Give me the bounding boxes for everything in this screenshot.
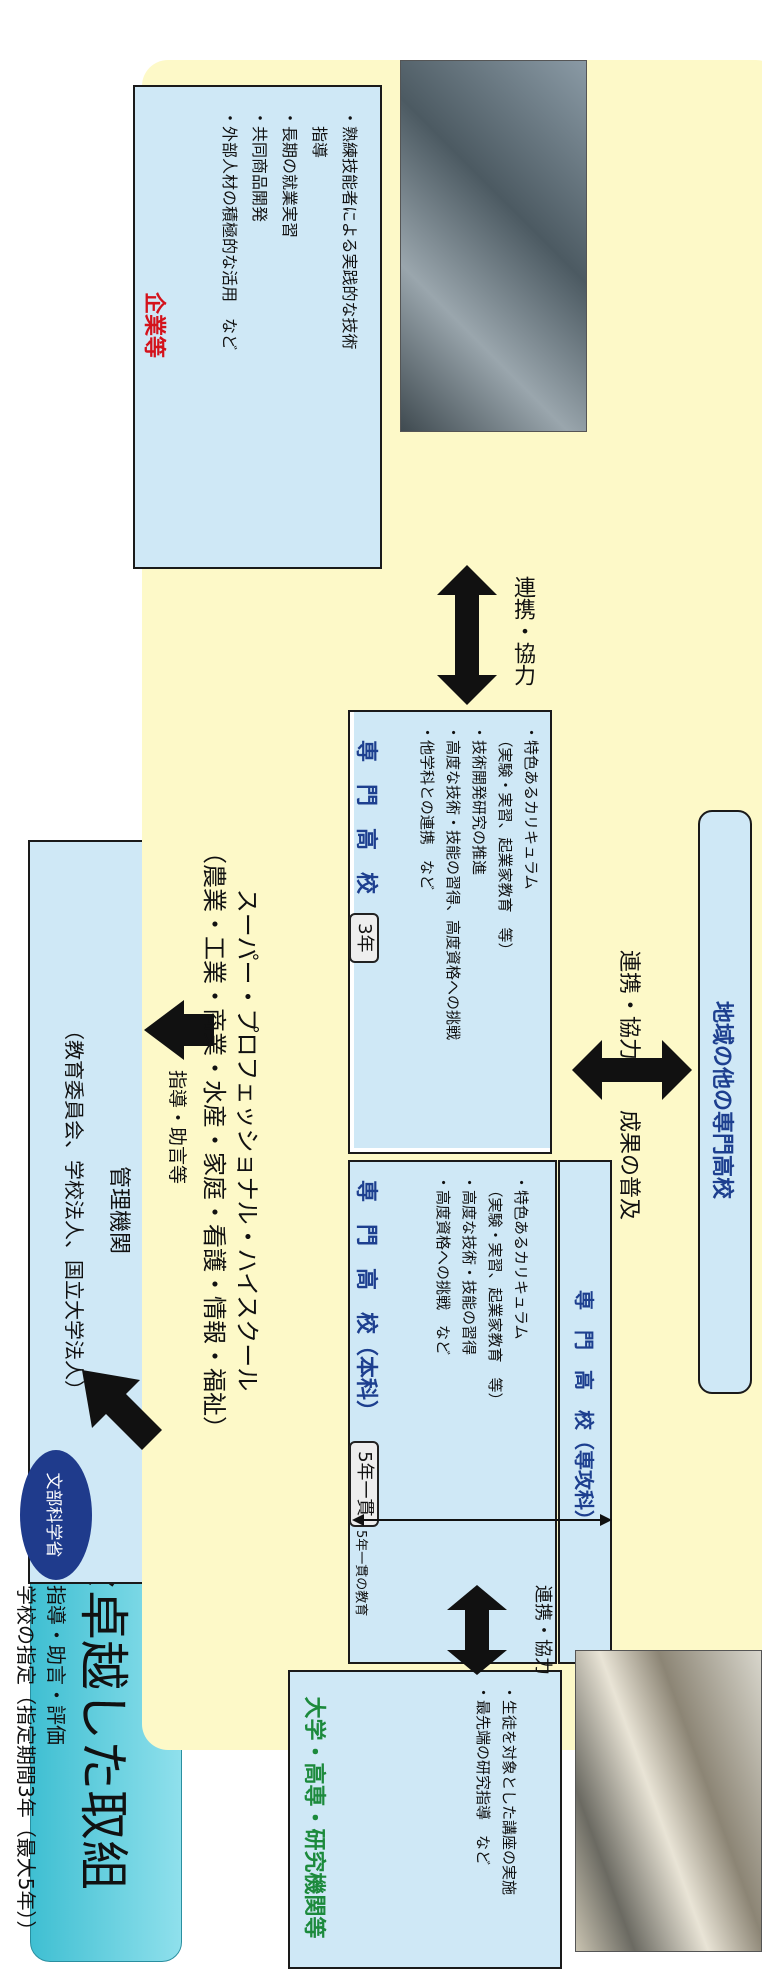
university-item: ・最先端の研究指導 など [474, 1685, 492, 1866]
guidance-label: 指導・助言等 [166, 1070, 188, 1185]
company-item: ・共同商品開発 [250, 110, 269, 223]
school3-item: ・特色あるカリキュラム [522, 725, 540, 890]
five-year-span-icon [352, 1514, 612, 1526]
company-item: ・長期の就業実習 [280, 110, 299, 239]
company-item: ・外部人材の積極的な活用 など [220, 110, 239, 351]
university-title: 大学・高専・研究機関等 [301, 1696, 326, 1939]
double-arrow-icon [447, 1585, 507, 1675]
company-title: 企業等 [141, 291, 166, 358]
school3-item: ・技術開発研究の推進 [470, 725, 488, 876]
school5-item: ・高度資格への挑戦 など [434, 1175, 452, 1356]
university-items: ・生徒を対象とした講座の実施 ・最先端の研究指導 など [470, 1685, 522, 1895]
factory-photo [400, 60, 587, 432]
double-arrow-icon [437, 565, 497, 705]
mext-guidance: 指導・助言・評価 [44, 1585, 68, 1745]
school3-item: ・他学科との連携 など [418, 725, 436, 890]
company-item: ・熟練技能者による実践的な技術 [340, 110, 359, 350]
school5-item: ・特色あるカリキュラム [512, 1175, 530, 1340]
school5-item: ・高度な技術・技能の習得 [460, 1175, 478, 1356]
advanced-title: 専 門 高 校（専攻科） [572, 1290, 596, 1530]
school3-item: ・高度な技術・技能の習得、高度資格への挑戦 [444, 725, 462, 1041]
cooperation-label-right: 連携・協力 [532, 1585, 553, 1675]
school5-items: ・特色あるカリキュラム （実験・実習、起業家教育 等） ・高度な技術・技能の習得… [430, 1175, 534, 1408]
sph-line2: （農業・工業・商業・水産・家庭・看護・情報・福祉） [200, 840, 228, 1440]
spread-left-label: 連携・協力 [616, 950, 641, 1061]
school3-header: 専 門 高 校 3年 [349, 740, 384, 963]
spread-right-label: 成果の普及 [616, 1110, 641, 1221]
company-items: ・熟練技能者による実践的な技術 指導 ・長期の就業実習 ・共同商品開発 ・外部人… [214, 110, 364, 350]
school5-header: 専 門 高 校（本科） 5年一貫 [349, 1180, 384, 1527]
school3-item: （実験・実習、起業家教育 等） [496, 725, 514, 958]
mext-name: 文部科学省 [43, 1472, 64, 1558]
five-year-label: 5年一貫の教育 [353, 1530, 368, 1617]
school5-item: （実験・実習、起業家教育 等） [486, 1175, 504, 1408]
arrow-down-right-icon [82, 1370, 162, 1450]
company-item: 指導 [310, 110, 329, 159]
cooperation-label-left: 連携・協力 [510, 576, 535, 686]
school3-items: ・特色あるカリキュラム （実験・実習、起業家教育 等） ・技術開発研究の推進 ・… [414, 725, 544, 1040]
school3-badge: 3年 [349, 913, 379, 963]
management-title: 管理機関 [106, 1165, 131, 1254]
regional-title: 地域の他の専門高校 [709, 1000, 734, 1199]
sph-line1: スーパー・プロフェッショナル・ハイスクール [233, 888, 261, 1392]
lab-photo [575, 1650, 762, 1952]
school5-title: 専 門 高 校（本科） [353, 1180, 378, 1423]
mext-designation: 学校の指定（指定期間3年（最大5年）） [14, 1585, 38, 1941]
arrow-down-icon [144, 1000, 214, 1060]
double-arrow-icon [572, 1040, 692, 1100]
school3-title: 専 門 高 校 [353, 740, 378, 895]
university-item: ・生徒を対象とした講座の実施 [500, 1685, 518, 1896]
